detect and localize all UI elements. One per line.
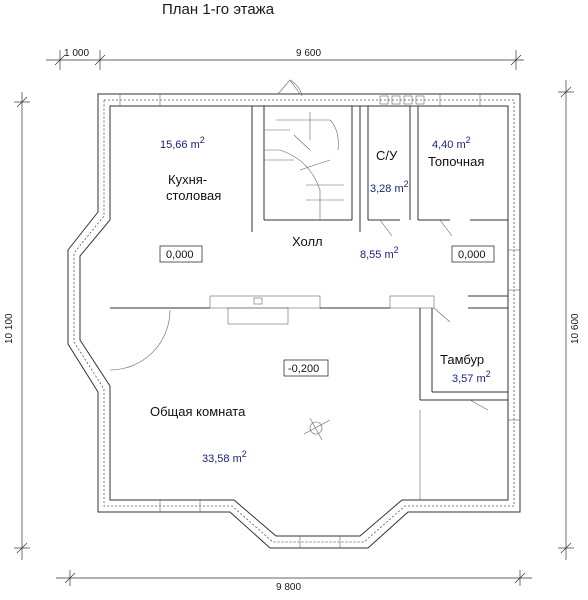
dim-top-left: 1 000 <box>64 48 89 59</box>
level-mark-living: -0,200 <box>283 359 329 377</box>
svg-text:0,000: 0,000 <box>458 249 486 261</box>
dim-top-main: 9 600 <box>296 48 321 59</box>
dim-bottom: 9 800 <box>276 582 301 593</box>
svg-text:0,000: 0,000 <box>166 249 194 261</box>
room-wc-name: С/У <box>376 148 398 163</box>
room-boiler-name: Топочная <box>428 154 484 169</box>
room-kitchen-name2: столовая <box>166 188 221 203</box>
dimension-left: 10 100 <box>4 92 30 560</box>
room-kitchen-area: 15,66 m2 <box>160 135 205 151</box>
room-hall-name: Холл <box>292 234 323 249</box>
room-kitchen: 15,66 m2 Кухня- столовая <box>160 135 221 203</box>
dimension-bottom: 9 800 <box>56 570 532 593</box>
room-wc-area: 3,28 m2 <box>370 179 409 195</box>
room-tambour-name: Тамбур <box>440 352 484 367</box>
room-hall-area: 8,55 m2 <box>360 245 399 261</box>
dim-right: 10 600 <box>570 313 581 344</box>
staircase <box>264 112 344 220</box>
room-hall: Холл 8,55 m2 <box>292 234 399 261</box>
north-arrow-icon <box>303 417 331 441</box>
dim-left: 10 100 <box>4 313 15 344</box>
plan-title: План 1-го этажа <box>162 1 275 18</box>
room-living-name: Общая комната <box>150 404 246 419</box>
room-boiler-area: 4,40 m2 <box>432 135 471 151</box>
dimension-top: 1 000 9 600 <box>46 48 524 70</box>
svg-text:-0,200: -0,200 <box>288 363 319 375</box>
vent-blocks <box>379 95 425 105</box>
room-kitchen-name: Кухня- <box>168 172 207 187</box>
room-wc: С/У 3,28 m2 <box>370 148 409 195</box>
room-boiler: 4,40 m2 Топочная <box>428 135 484 169</box>
entrance-door <box>277 79 303 97</box>
level-mark-hall: 0,000 <box>451 245 495 263</box>
dimension-right: 10 600 <box>558 80 581 560</box>
level-mark-kitchen: 0,000 <box>159 245 203 263</box>
doors <box>109 219 489 411</box>
partitions <box>110 106 520 500</box>
room-living: Общая комната 33,58 m2 <box>150 404 247 465</box>
outer-walls <box>67 93 521 549</box>
room-living-area: 33,58 m2 <box>202 449 247 465</box>
room-tambour: Тамбур 3,57 m2 <box>440 352 491 385</box>
room-tambour-area: 3,57 m2 <box>452 369 491 385</box>
